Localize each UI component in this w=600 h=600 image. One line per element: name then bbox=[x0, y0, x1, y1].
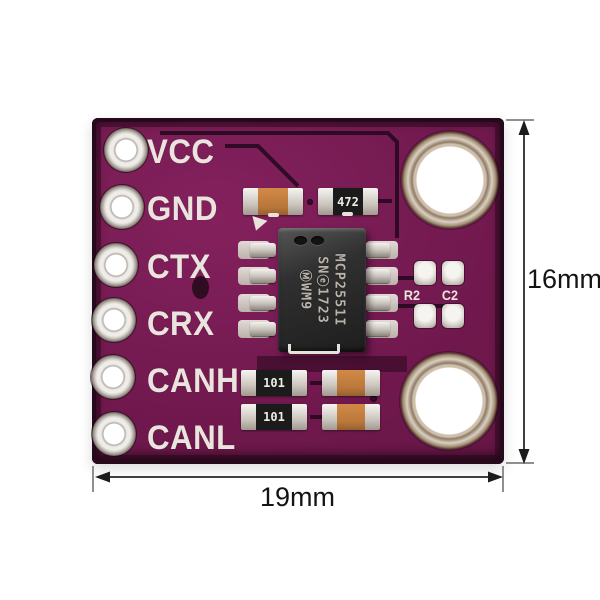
solder-end bbox=[365, 404, 380, 430]
trace-top-rail bbox=[160, 131, 399, 238]
solder-end bbox=[292, 370, 307, 396]
resistor-marking: 101 bbox=[256, 404, 292, 430]
solder-end bbox=[322, 404, 337, 430]
solder-end bbox=[241, 370, 256, 396]
silkscreen-tick bbox=[268, 213, 279, 217]
pad-canh bbox=[91, 355, 135, 399]
r2-pad bbox=[414, 261, 436, 285]
arrow-left-icon bbox=[95, 471, 110, 483]
trace-vcc bbox=[225, 144, 300, 188]
capacitor-body bbox=[258, 188, 288, 215]
solder-end bbox=[318, 188, 333, 215]
ic-pin bbox=[364, 296, 390, 310]
ic-outline-silkscreen bbox=[288, 344, 340, 354]
capacitor-top bbox=[243, 188, 303, 215]
resistor-marking: 101 bbox=[256, 370, 292, 396]
solder-end bbox=[292, 404, 307, 430]
board-mark bbox=[192, 276, 209, 299]
c2-pad bbox=[442, 261, 464, 285]
resistor-101-bottom: 101 bbox=[241, 404, 307, 430]
trace-shadow-strip bbox=[257, 356, 407, 372]
pad-gnd bbox=[100, 185, 144, 229]
ic-pin bbox=[250, 243, 276, 257]
mounting-hole-top bbox=[401, 131, 499, 229]
mcp2551-chip: MCP2551I SNⓔ1723 ⓂWM9 bbox=[278, 228, 366, 352]
ic-pin bbox=[250, 322, 276, 336]
via bbox=[370, 395, 377, 402]
arrow-up-icon bbox=[518, 120, 530, 135]
resistor-472: 472 bbox=[318, 188, 378, 215]
width-dimension-label: 19mm bbox=[260, 482, 336, 512]
height-dimension-label: 16mm bbox=[527, 264, 600, 294]
c2-pad bbox=[442, 304, 464, 328]
label-r2: R2 bbox=[403, 287, 421, 303]
pad-canl bbox=[92, 412, 136, 456]
pcb-traces bbox=[160, 131, 444, 419]
pad-crx bbox=[92, 298, 136, 342]
solder-end bbox=[241, 404, 256, 430]
resistor-marking: 472 bbox=[333, 188, 363, 215]
solder-end bbox=[363, 188, 378, 215]
capacitor-body bbox=[337, 370, 365, 396]
pin-label-crx: CRX bbox=[147, 305, 215, 343]
arrow-right-icon bbox=[488, 471, 503, 483]
ic-pin bbox=[250, 269, 276, 283]
pin-label-vcc: VCC bbox=[147, 133, 215, 171]
solder-end bbox=[322, 370, 337, 396]
pin-label-canh: CANH bbox=[147, 362, 240, 400]
pcb-board: VCC GND CTX CRX CANH CANL 472 bbox=[91, 118, 504, 464]
mounting-hole-bottom bbox=[400, 352, 498, 450]
pad-ctx bbox=[94, 243, 138, 287]
silkscreen-tick bbox=[342, 212, 353, 216]
pin-label-canl: CANL bbox=[147, 419, 236, 457]
label-c2: C2 bbox=[441, 287, 459, 303]
ic-pin bbox=[250, 296, 276, 310]
solder-end bbox=[365, 370, 380, 396]
chip-dimple bbox=[294, 236, 307, 245]
capacitor-bottom-bottom bbox=[322, 404, 380, 430]
capacitor-body bbox=[337, 404, 365, 430]
arrow-down-icon bbox=[518, 449, 530, 464]
r2-pad bbox=[414, 304, 436, 328]
pin-label-gnd: GND bbox=[147, 190, 218, 228]
via bbox=[307, 199, 313, 205]
solder-end bbox=[288, 188, 303, 215]
solder-end bbox=[243, 188, 258, 215]
ic-pin bbox=[364, 269, 390, 283]
ic-pin bbox=[364, 243, 390, 257]
ic-pin bbox=[364, 322, 390, 336]
resistor-101-top: 101 bbox=[241, 370, 307, 396]
pad-vcc bbox=[104, 128, 148, 172]
chip-dimple bbox=[311, 236, 324, 245]
capacitor-bottom-top bbox=[322, 370, 380, 396]
